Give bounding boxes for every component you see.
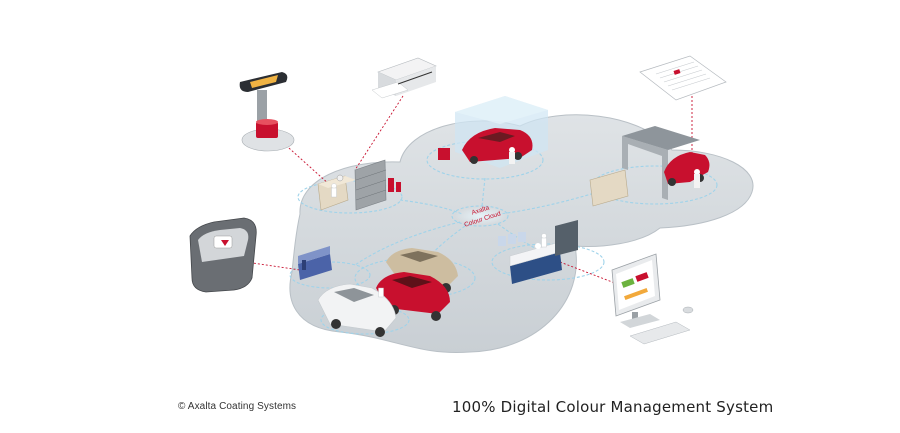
formula-document-icon xyxy=(639,55,727,101)
paint-cabinets xyxy=(298,246,332,280)
spray-booth xyxy=(438,96,548,168)
copyright-text: © Axalta Coating Systems xyxy=(178,401,297,412)
prep-bay xyxy=(589,126,710,207)
label-printer-icon xyxy=(371,57,437,99)
technicians xyxy=(331,183,547,298)
car-red-front xyxy=(376,272,450,321)
device-connectors xyxy=(245,92,693,286)
tagline-text: 100% Digital Colour Management System xyxy=(452,398,774,416)
desktop-computer-icon xyxy=(611,253,694,345)
mixing-room xyxy=(317,159,401,211)
spectrophotometer-device-icon xyxy=(189,217,257,293)
spectro-scale-station-icon xyxy=(239,72,295,152)
reception-desk xyxy=(498,220,578,284)
car-white xyxy=(317,283,397,337)
